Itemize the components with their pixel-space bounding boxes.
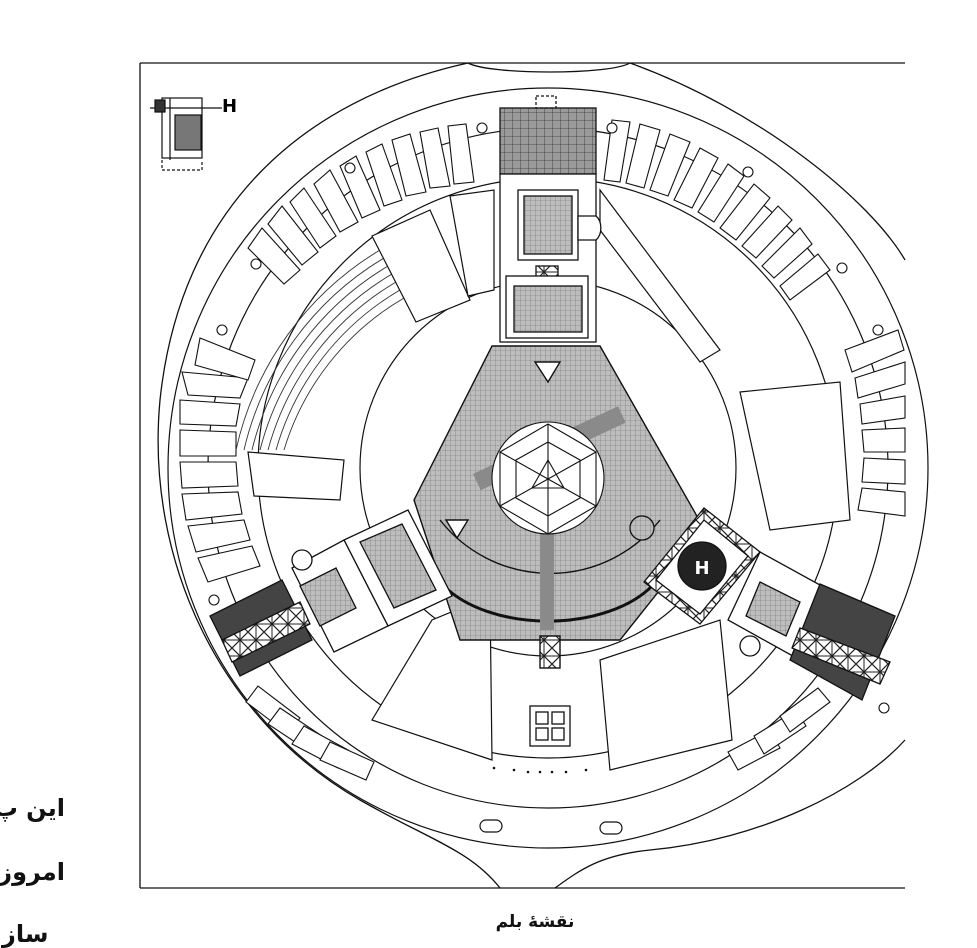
left-wing <box>209 509 453 677</box>
helipad-label: H <box>694 558 709 579</box>
kiosk-icon <box>529 705 571 747</box>
island-outline <box>157 62 906 889</box>
top-wing <box>499 95 602 343</box>
dome <box>491 421 605 535</box>
frame <box>139 62 905 889</box>
bollards <box>208 122 890 714</box>
side-text-line-1: این پ <box>0 794 65 822</box>
cabins-bottom <box>245 685 831 781</box>
right-wing <box>629 507 896 701</box>
dock-cleats <box>479 819 623 835</box>
cabins-right <box>844 329 906 517</box>
cabins-top-left <box>247 123 475 285</box>
section-marker-label: H <box>222 96 237 117</box>
dotted-line <box>492 766 588 774</box>
cabins-left <box>179 337 261 583</box>
side-text-line-3: ساز <box>2 920 49 948</box>
plan-caption: نقشهٔ بلم <box>495 912 575 932</box>
section-marker-icon <box>150 97 222 171</box>
bleachers-left <box>235 249 405 451</box>
side-text-line-2: امروز <box>0 858 65 886</box>
cabins-top-right <box>603 119 831 301</box>
